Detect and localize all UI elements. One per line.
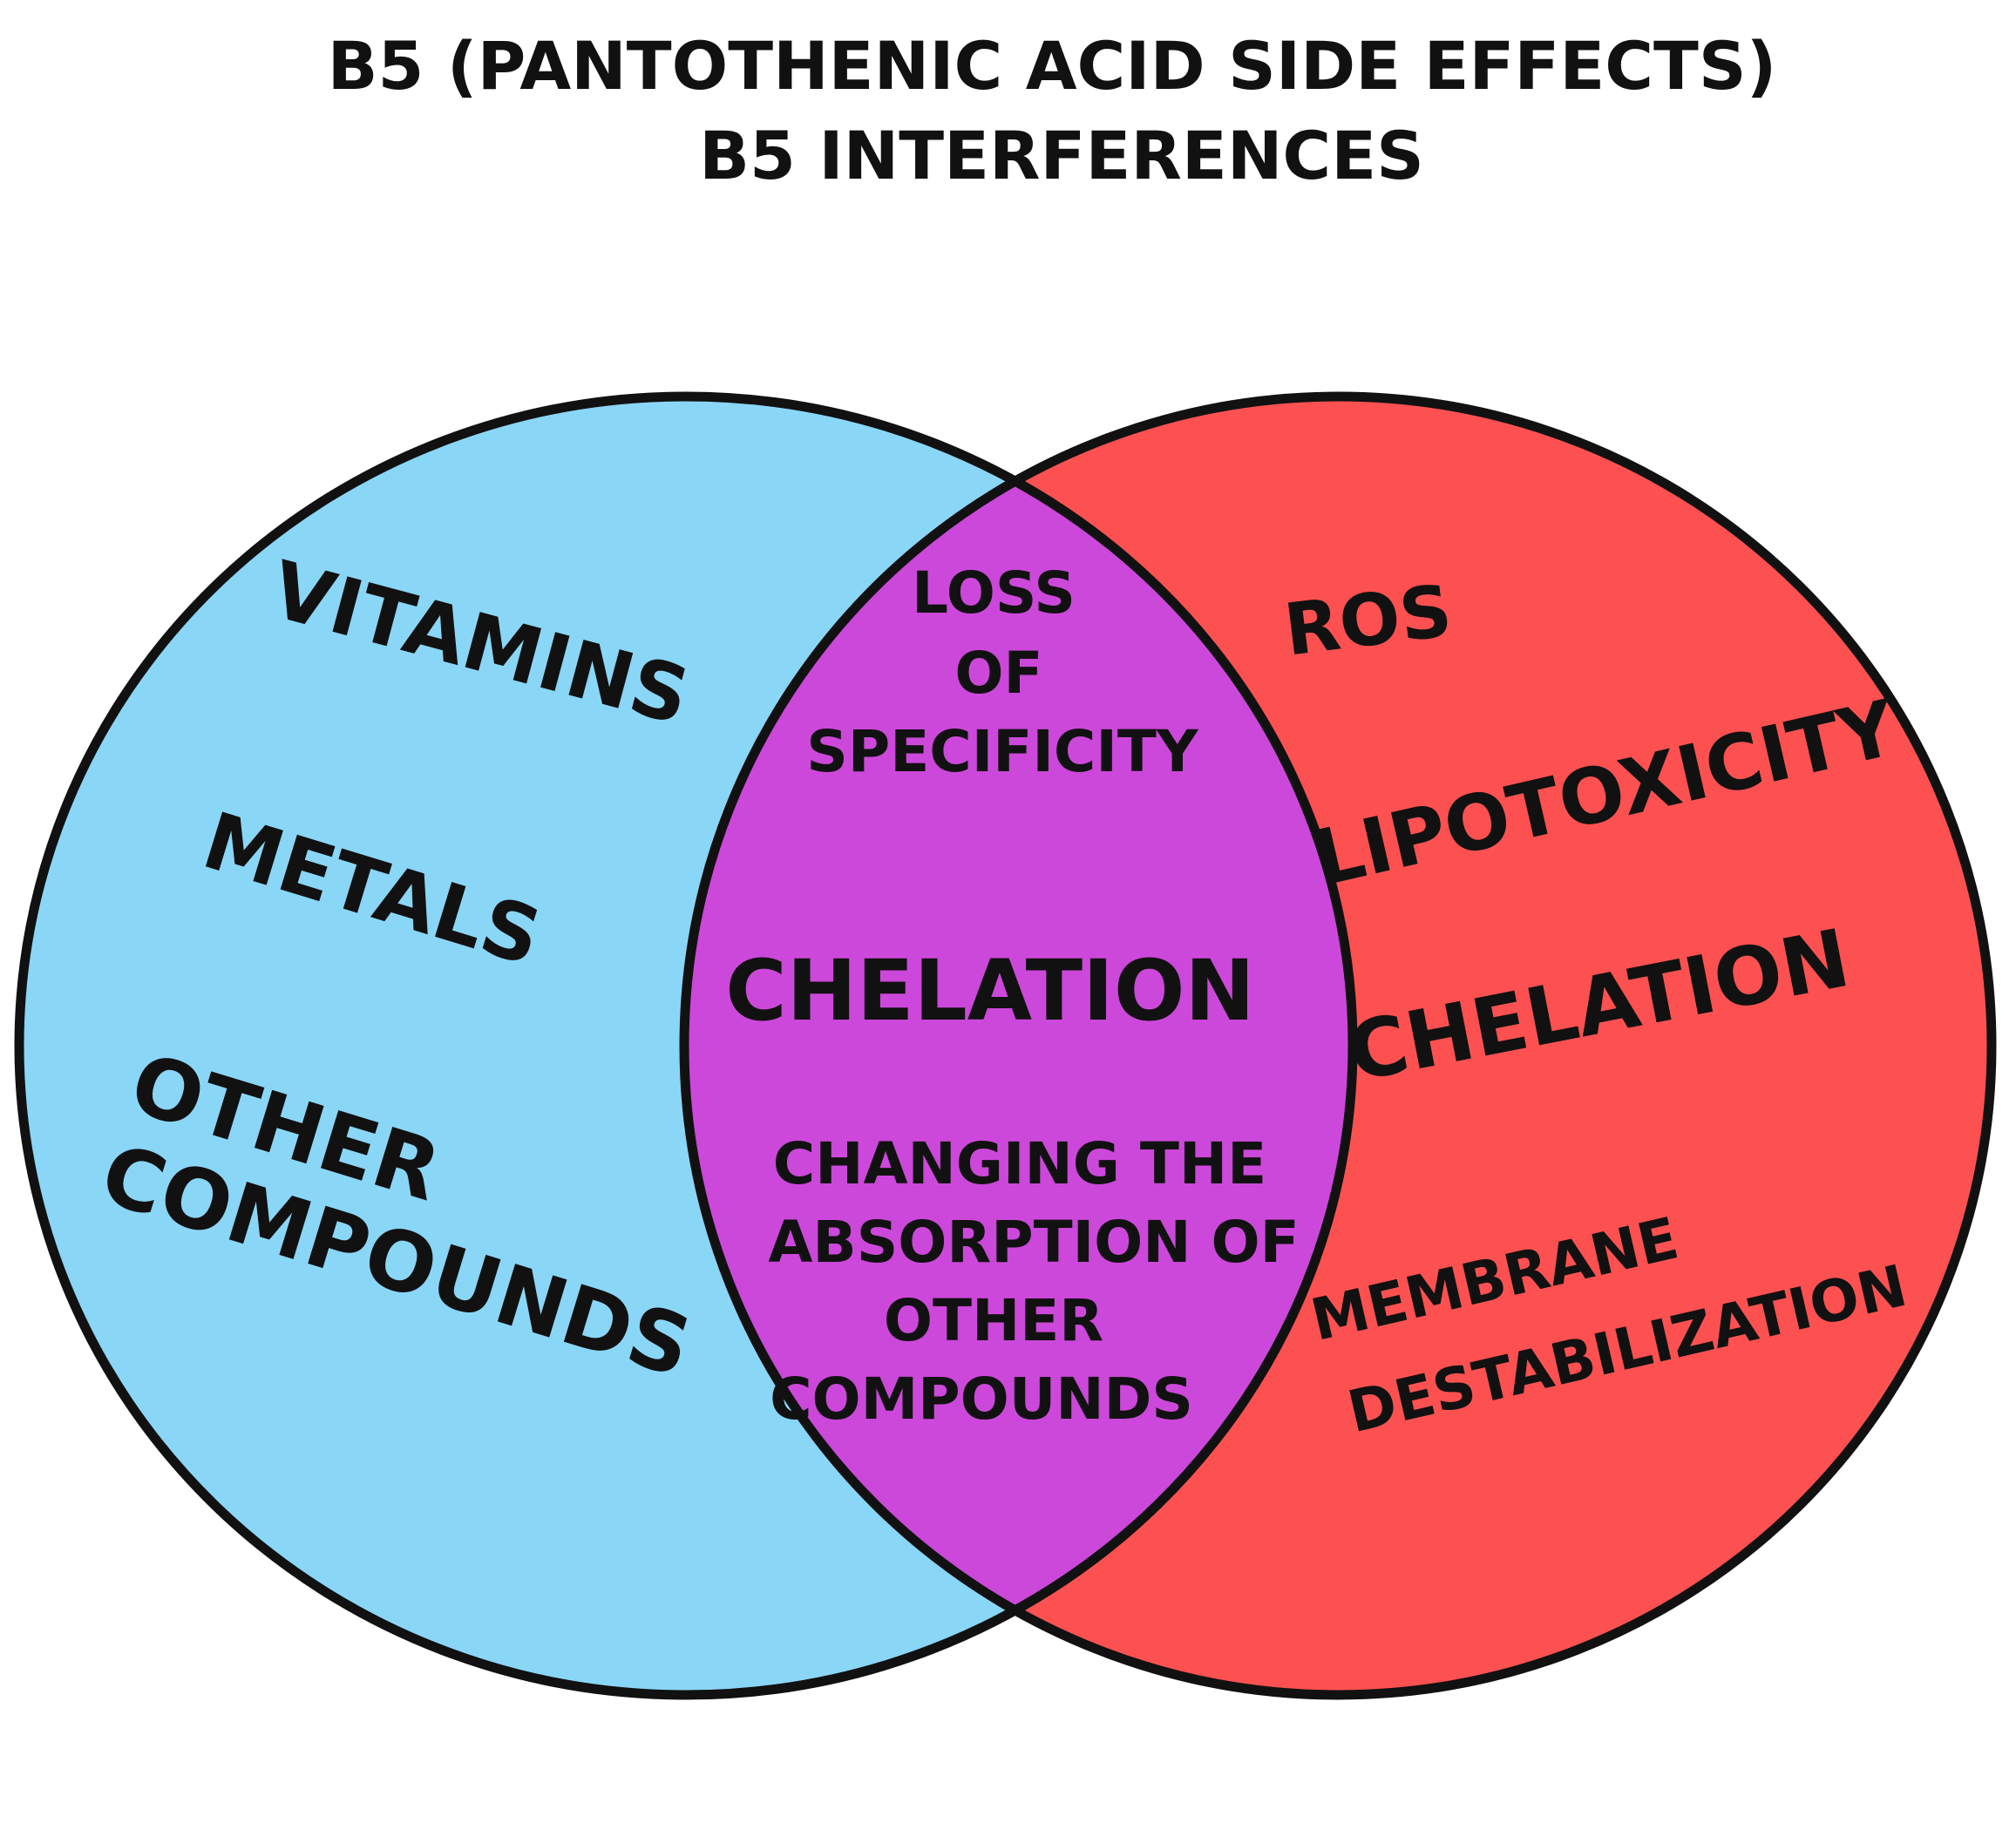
center-label-loss: LOSS xyxy=(912,559,1076,627)
center-label-changing-the: CHANGING THE xyxy=(773,1130,1266,1197)
center-label-absorption-of: ABSORPTION OF xyxy=(768,1209,1299,1276)
center-label-chelation: CHELATION xyxy=(725,942,1255,1040)
overlap-region xyxy=(684,397,1353,1695)
center-label-specificity: SPECIFICITY xyxy=(806,718,1199,785)
right-label-ros: ROS xyxy=(1280,570,1456,673)
left-circle-outline xyxy=(14,391,1358,1700)
center-label-compounds: COMPOUNDS xyxy=(770,1366,1193,1433)
right-circle-outline xyxy=(679,391,1997,1700)
center-label-other: OTHER xyxy=(884,1287,1103,1354)
title-line-2: B5 INTERFERENCES xyxy=(699,117,1424,194)
title-line-1: B5 (PANTOTHENIC ACID SIDE EFFECTS) xyxy=(328,27,1777,105)
center-label-of: OF xyxy=(954,640,1042,707)
